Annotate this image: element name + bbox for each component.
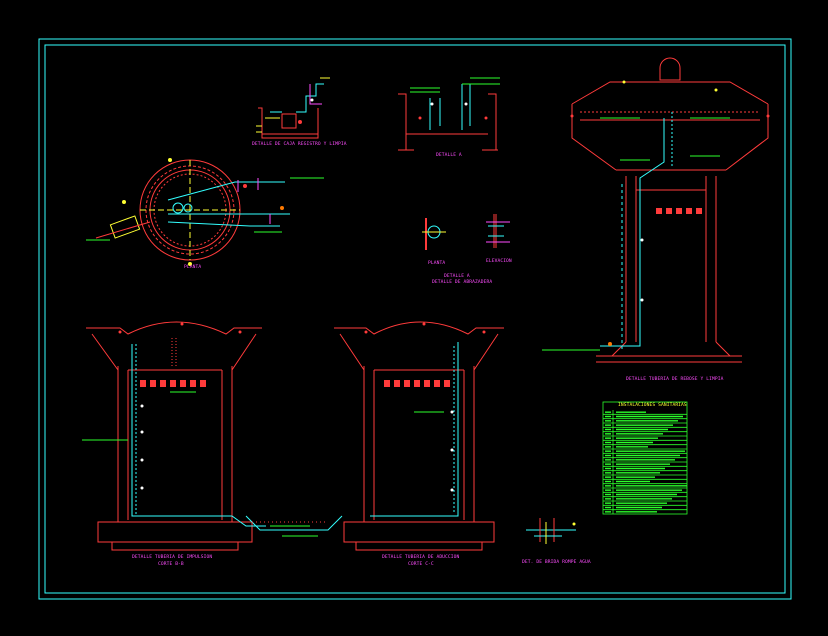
brida-rompe-agua-detail	[526, 518, 576, 544]
buried-pipe-connection	[245, 515, 343, 537]
corte-impulsion-title: DETALLE TUBERIA DE IMPULSION	[132, 555, 213, 560]
legend-table	[602, 401, 688, 515]
planta-tank-title: PLANTA	[184, 265, 202, 270]
caja-registro-title: DETALLE DE CAJA REGISTRO Y LIMPIA	[252, 142, 347, 147]
sheet-frame	[38, 38, 792, 600]
abrazadera-title-2: DETALLE DE ABRAZADERA	[432, 280, 493, 285]
section-c-c	[334, 321, 504, 551]
brida-title: DET. DE BRIDA ROMPE AGUA	[522, 560, 591, 565]
corte-aduccion-title: DETALLE TUBERIA DE ADUCCION	[382, 555, 460, 560]
corte-impulsion-subtitle: CORTE B-B	[158, 562, 184, 567]
legend-title: INSTALACIONES SANITARIAS	[618, 403, 687, 408]
abrazadera-detail	[422, 214, 510, 250]
corte-aduccion-subtitle: CORTE C-C	[408, 562, 434, 567]
caja-registro-detail	[256, 77, 330, 139]
tanque-elevado-title: DETALLE TUBERIA DE REBOSE Y LIMPIA	[626, 377, 724, 382]
elevacion-small-title: ELEVACION	[486, 259, 512, 264]
abrazadera-title-1: DETALLE A	[444, 274, 470, 279]
section-b-b	[82, 321, 266, 551]
detalle-a-title: DETALLE A	[436, 153, 462, 158]
tank-plan-view	[86, 158, 324, 266]
planta-small-title: PLANTA	[428, 261, 446, 266]
elevated-tank-elevation	[542, 57, 770, 363]
pipe-section-detail	[398, 77, 500, 151]
